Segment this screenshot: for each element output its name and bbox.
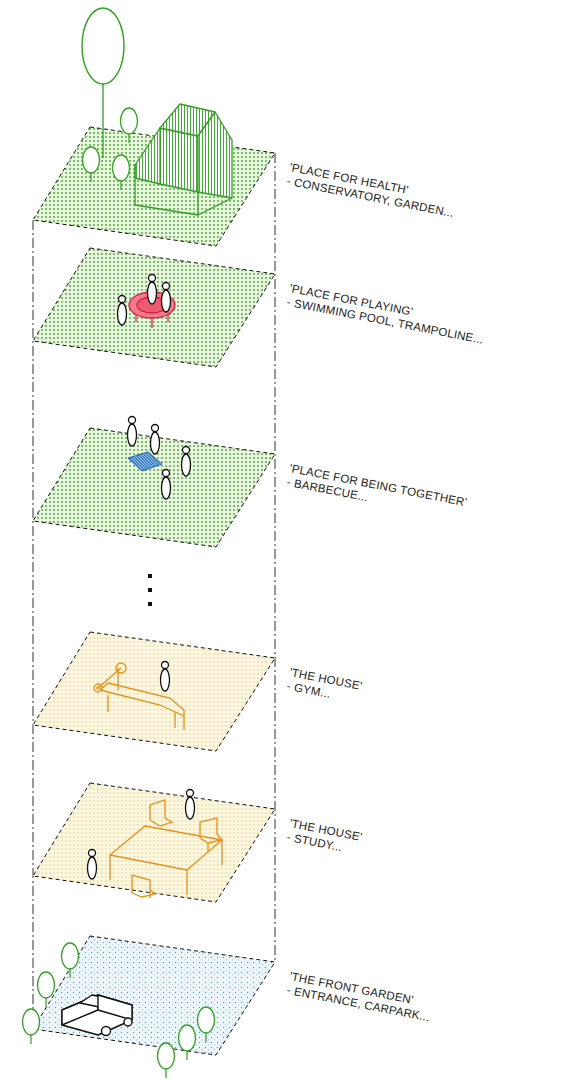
layer-label: 'THE HOUSE'- STUDY... <box>286 816 364 858</box>
layer-label: 'PLACE FOR HEALTH'- CONSERVATORY, GARDEN… <box>286 160 458 220</box>
layer-label: 'THE FRONT GARDEN'- ENTRANCE, CARPARK... <box>286 969 434 1024</box>
layer-label: 'PLACE FOR PLAYING'- SWIMMING POOL, TRAM… <box>286 281 488 347</box>
layer-label: 'PLACE FOR BEING TOGETHER'- BARBECUE... <box>286 461 468 523</box>
layer-label: 'THE HOUSE'- GYM... <box>286 665 364 707</box>
